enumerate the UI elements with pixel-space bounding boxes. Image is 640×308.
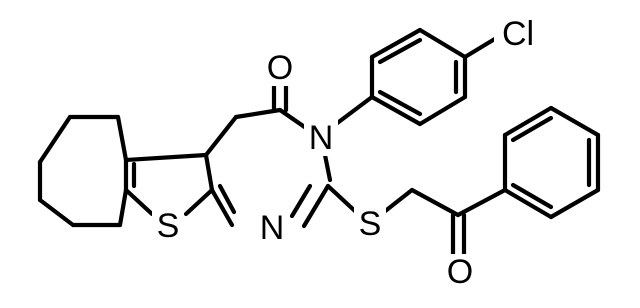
bonds: [37, 27, 601, 259]
atom-labels: O Cl N N S S O: [152, 15, 542, 291]
chlorine-label: Cl: [502, 15, 534, 53]
nitrogen-1-label: N: [260, 209, 285, 247]
nitrogen-1-atom: N: [255, 209, 289, 248]
ketone-oxygen-label: O: [447, 253, 473, 291]
thiophene-sulfur-label: S: [157, 207, 180, 245]
carbonyl-oxygen-label: O: [267, 49, 293, 87]
chlorine-atom: Cl: [494, 15, 542, 53]
nitrogen-3-atom: N: [304, 119, 338, 157]
thioether-sulfur-label: S: [359, 205, 382, 243]
nitrogen-3-label: N: [309, 119, 334, 157]
carbonyl-oxygen-atom: O: [264, 49, 296, 87]
thioether-sulfur-atom: S: [354, 205, 386, 243]
ketone-oxygen-atom: O: [444, 253, 476, 291]
thiophene-sulfur-atom: S: [152, 207, 184, 245]
